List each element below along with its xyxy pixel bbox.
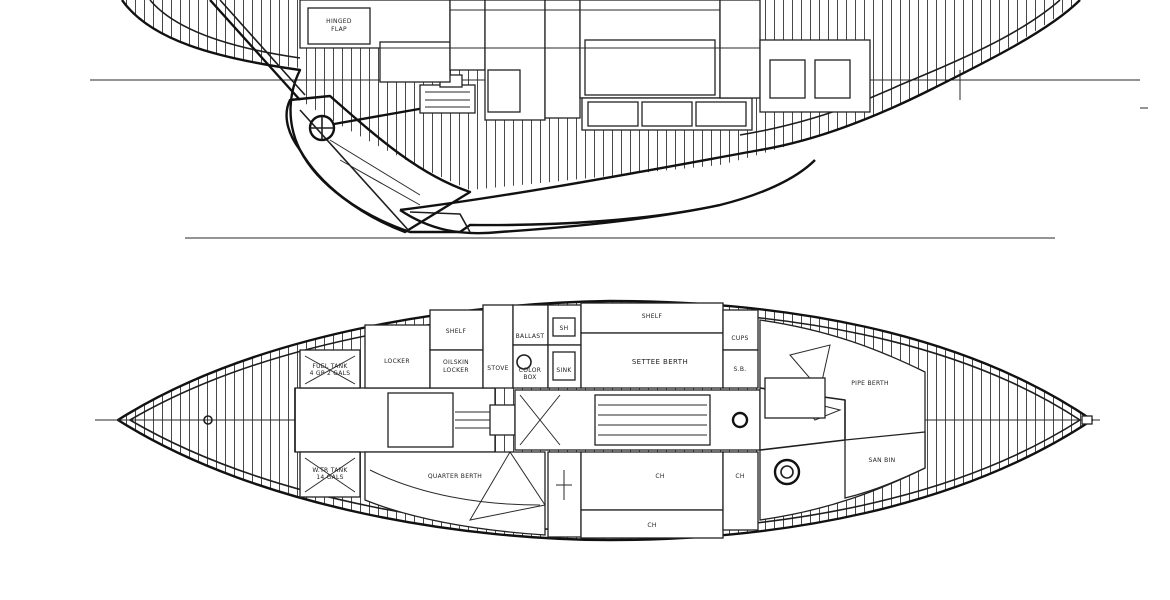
plan-forward-cabin: PIPE BERTH SAN BIN	[759, 319, 926, 521]
profile-keel-fin	[409, 211, 471, 233]
plan-stove-label: STOVE	[487, 365, 509, 372]
plan-settee-berth-label: SETTEE BERTH	[632, 358, 688, 366]
profile-rudder	[285, 94, 472, 234]
profile-rudder-stock	[299, 109, 411, 233]
plan-quarter-berth-label: QUARTER BERTH	[428, 473, 482, 480]
plan-saloon	[514, 389, 761, 451]
plan-pipe-berth-label: PIPE BERTH	[851, 380, 889, 387]
profile-engine	[419, 74, 476, 114]
plan-sh-label: SH	[560, 325, 569, 332]
profile-hull-inner	[149, 0, 301, 59]
plan-cups-label: CUPS	[731, 335, 748, 342]
profile-bow-line	[399, 0, 1081, 212]
plan-shelf-fwd-label: SHELF	[446, 328, 467, 335]
plan-ballast-label: BALLAST	[516, 333, 545, 340]
profile-bow-inner	[739, 0, 1061, 136]
plan-ch-3-label: CH	[735, 473, 744, 480]
plan-sink-label: SINK	[556, 367, 572, 374]
plan-shelf-aft-label: SHELF	[642, 313, 663, 320]
profile-rudder-hatch	[329, 139, 421, 206]
plan-ch-2-label: CH	[647, 522, 656, 529]
plan-san-bin-label: SAN BIN	[869, 457, 896, 464]
plan-locker-label: LOCKER	[384, 358, 410, 365]
plan-cockpit	[294, 387, 516, 453]
profile-keel	[399, 203, 721, 235]
profile-backstay	[209, 0, 301, 101]
plan-ch-1-label: CH	[655, 473, 664, 480]
plan-sb-label: S.B.	[734, 366, 747, 373]
